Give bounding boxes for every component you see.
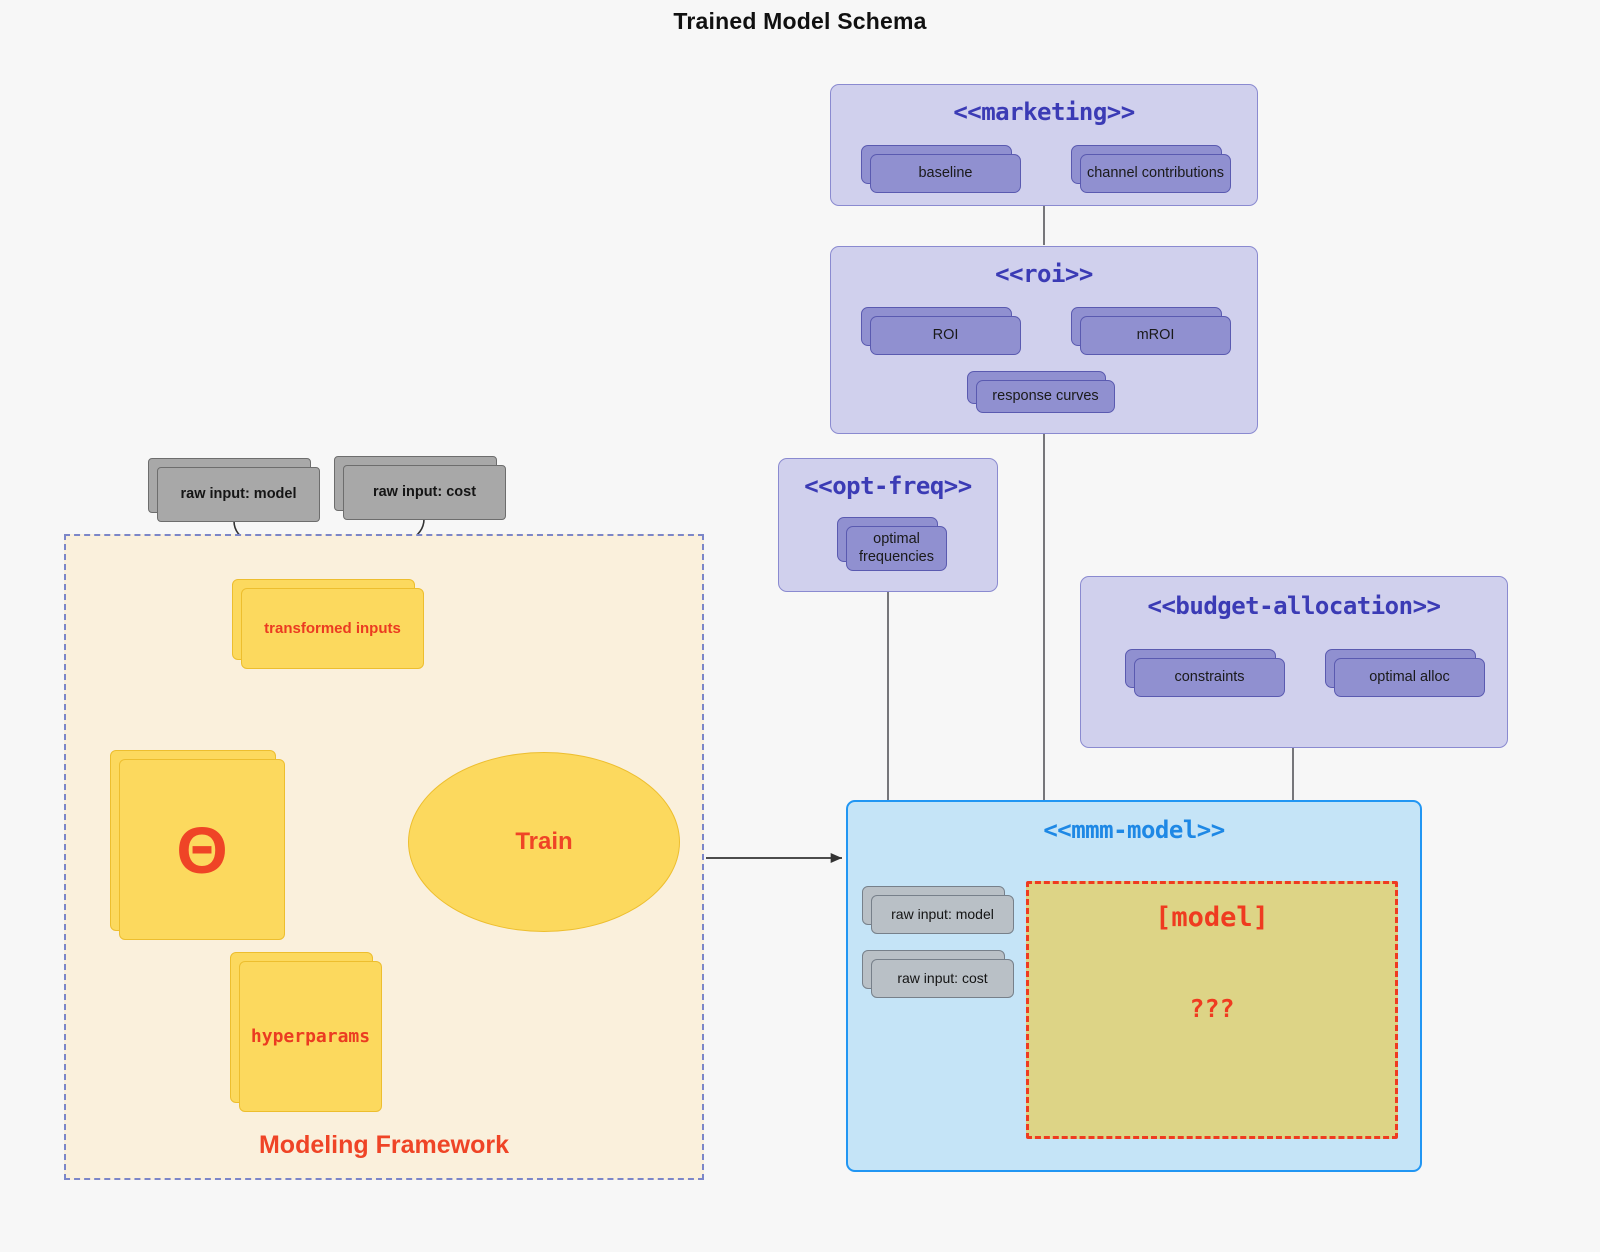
node-mmm-raw-input-cost[interactable]: raw input: cost	[862, 950, 1014, 998]
node-roi[interactable]: ROI	[861, 307, 1021, 355]
node-hyperparams[interactable]: hyperparams	[230, 952, 382, 1112]
node-train-label: Train	[515, 828, 573, 855]
cluster-mmm-model-title: <<mmm-model>>	[1043, 816, 1225, 844]
node-theta-body: Θ	[119, 759, 285, 940]
node-optimal-alloc[interactable]: optimal alloc	[1325, 649, 1485, 697]
node-transformed-inputs[interactable]: transformed inputs	[232, 579, 424, 669]
node-raw-input-cost-label: raw input: cost	[343, 465, 506, 520]
node-mroi-label: mROI	[1080, 316, 1231, 355]
node-raw-input-model[interactable]: raw input: model	[148, 458, 320, 522]
node-transformed-inputs-label: transformed inputs	[241, 588, 424, 669]
node-response-curves[interactable]: response curves	[967, 371, 1115, 413]
node-raw-input-model-label: raw input: model	[157, 467, 320, 522]
theta-icon: Θ	[176, 812, 228, 887]
node-mmm-raw-input-model[interactable]: raw input: model	[862, 886, 1014, 934]
node-channel-contributions[interactable]: channel contributions	[1071, 145, 1231, 193]
cluster-opt-freq[interactable]: <<opt-freq>> optimal frequencies	[778, 458, 998, 592]
node-mroi[interactable]: mROI	[1071, 307, 1231, 355]
node-hyperparams-label: hyperparams	[239, 961, 382, 1112]
cluster-budget-allocation[interactable]: <<budget-allocation>> constraints optima…	[1080, 576, 1508, 748]
node-constraints-label: constraints	[1134, 658, 1285, 697]
model-placeholder-box[interactable]: [model] ???	[1026, 881, 1398, 1139]
cluster-roi-title: <<roi>>	[995, 260, 1093, 288]
modeling-framework-label: Modeling Framework	[258, 1131, 510, 1159]
cluster-roi[interactable]: <<roi>> ROI mROI response curves	[830, 246, 1258, 434]
cluster-marketing[interactable]: <<marketing>> baseline channel contribut…	[830, 84, 1258, 206]
node-theta[interactable]: Θ	[110, 750, 285, 940]
node-mmm-raw-input-cost-label: raw input: cost	[871, 959, 1014, 998]
node-optimal-alloc-label: optimal alloc	[1334, 658, 1485, 697]
node-roi-label: ROI	[870, 316, 1021, 355]
model-placeholder-label: [model]	[1155, 902, 1269, 933]
node-optimal-frequencies[interactable]: optimal frequencies	[837, 517, 947, 571]
node-baseline[interactable]: baseline	[861, 145, 1021, 193]
node-response-curves-label: response curves	[976, 380, 1115, 413]
page-title: Trained Model Schema	[673, 8, 927, 34]
node-mmm-raw-input-model-label: raw input: model	[871, 895, 1014, 934]
node-raw-input-cost[interactable]: raw input: cost	[334, 456, 506, 520]
node-constraints[interactable]: constraints	[1125, 649, 1285, 697]
cluster-budget-allocation-title: <<budget-allocation>>	[1147, 592, 1441, 620]
node-channel-contributions-label: channel contributions	[1080, 154, 1231, 193]
cluster-marketing-title: <<marketing>>	[953, 98, 1135, 126]
node-train[interactable]: Train	[408, 752, 680, 932]
node-baseline-label: baseline	[870, 154, 1021, 193]
node-optimal-frequencies-label: optimal frequencies	[846, 526, 947, 571]
model-placeholder-unknown: ???	[1189, 994, 1235, 1023]
cluster-opt-freq-title: <<opt-freq>>	[804, 472, 972, 500]
